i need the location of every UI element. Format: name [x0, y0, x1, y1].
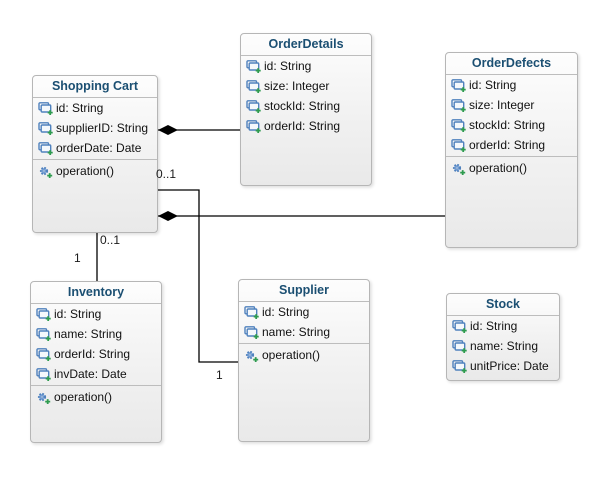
- compartment-separator: [239, 343, 369, 344]
- attribute-row-label: orderId: String: [54, 347, 131, 361]
- attribute-row-label: id: String: [264, 59, 312, 73]
- attribute-row: unitPrice: Date: [447, 356, 559, 376]
- attribute-row: invDate: Date: [31, 364, 161, 384]
- attribute-row-label: id: String: [262, 305, 310, 319]
- attribute-icon: [245, 119, 261, 133]
- class-title-stock: Stock: [447, 294, 559, 316]
- attribute-row: stockId: String: [241, 96, 371, 116]
- class-shopping-cart[interactable]: Shopping Cart id: String supplierID: Strin…: [32, 75, 158, 233]
- multiplicity-label: 0..1: [156, 167, 177, 181]
- attribute-icon: [451, 339, 467, 353]
- operation-row: operation(): [239, 345, 369, 365]
- operation-icon: [35, 391, 51, 404]
- attribute-icon: [35, 367, 51, 381]
- attribute-row-label: name: String: [470, 339, 539, 353]
- class-stock[interactable]: Stock id: String name: String unitPrice: Da…: [446, 293, 560, 381]
- attribute-row: name: String: [31, 324, 161, 344]
- attribute-row: size: Integer: [446, 95, 577, 115]
- attribute-icon: [450, 138, 466, 152]
- operation-row-label: operation(): [262, 348, 321, 362]
- attribute-icon: [450, 118, 466, 132]
- composition-diamond-icon: [158, 125, 178, 135]
- attribute-row: id: String: [33, 98, 157, 118]
- attribute-row-label: name: String: [262, 325, 331, 339]
- attribute-icon: [37, 101, 53, 115]
- class-order-defects[interactable]: OrderDefects id: String size: Integer stock…: [445, 52, 578, 248]
- connector-shoppingcart-supplier[interactable]: [158, 189, 238, 363]
- operation-icon: [37, 165, 53, 178]
- attribute-row-label: id: String: [54, 307, 102, 321]
- attribute-icon: [243, 305, 259, 319]
- attribute-row: orderId: String: [446, 135, 577, 155]
- attribute-row-label: id: String: [469, 78, 517, 92]
- attribute-icon: [245, 59, 261, 73]
- class-title-inventory: Inventory: [31, 282, 161, 304]
- operation-row-label: operation(): [54, 390, 113, 404]
- operation-row: operation(): [446, 158, 577, 178]
- attribute-row-label: stockId: String: [469, 118, 546, 132]
- attribute-row: size: Integer: [241, 76, 371, 96]
- multiplicity-label: 1: [216, 368, 223, 382]
- compartment-separator: [33, 159, 157, 160]
- attribute-icon: [245, 79, 261, 93]
- operation-icon: [243, 349, 259, 362]
- attribute-row-label: orderDate: Date: [56, 141, 142, 155]
- attribute-row: orderId: String: [241, 116, 371, 136]
- operation-row: operation(): [31, 387, 161, 407]
- attribute-icon: [35, 347, 51, 361]
- attribute-row-label: name: String: [54, 327, 123, 341]
- attribute-row-label: orderId: String: [469, 138, 546, 152]
- multiplicity-label: 0..1: [100, 233, 121, 247]
- class-title-order-details: OrderDetails: [241, 34, 371, 56]
- attribute-row: name: String: [447, 336, 559, 356]
- attribute-icon: [243, 325, 259, 339]
- attribute-row-label: id: String: [470, 319, 518, 333]
- operation-row-label: operation(): [469, 161, 528, 175]
- class-title-order-defects: OrderDefects: [446, 53, 577, 75]
- attribute-icon: [450, 98, 466, 112]
- attribute-icon: [37, 121, 53, 135]
- attribute-row-label: supplierID: String: [56, 121, 149, 135]
- compartment-separator: [446, 156, 577, 157]
- class-supplier[interactable]: Supplier id: String name: String operation(…: [238, 279, 370, 442]
- attribute-icon: [37, 141, 53, 155]
- attribute-icon: [451, 319, 467, 333]
- attribute-icon: [35, 327, 51, 341]
- attribute-row: id: String: [239, 302, 369, 322]
- attribute-row-label: invDate: Date: [54, 367, 127, 381]
- class-order-details[interactable]: OrderDetails id: String size: Integer stock…: [240, 33, 372, 186]
- attribute-row: orderId: String: [31, 344, 161, 364]
- composition-diamond-icon: [158, 211, 178, 221]
- attribute-row-label: id: String: [56, 101, 104, 115]
- class-title-supplier: Supplier: [239, 280, 369, 302]
- attribute-row: id: String: [446, 75, 577, 95]
- attribute-icon: [450, 78, 466, 92]
- attribute-row: name: String: [239, 322, 369, 342]
- attribute-icon: [35, 307, 51, 321]
- class-inventory[interactable]: Inventory id: String name: String orderId: …: [30, 281, 162, 443]
- attribute-row: supplierID: String: [33, 118, 157, 138]
- attribute-row: orderDate: Date: [33, 138, 157, 158]
- attribute-row-label: size: Integer: [469, 98, 535, 112]
- attribute-row-label: size: Integer: [264, 79, 330, 93]
- attribute-row: id: String: [447, 316, 559, 336]
- attribute-row-label: orderId: String: [264, 119, 341, 133]
- attribute-row: id: String: [241, 56, 371, 76]
- compartment-separator: [31, 385, 161, 386]
- operation-row: operation(): [33, 161, 157, 181]
- attribute-row: stockId: String: [446, 115, 577, 135]
- operation-icon: [450, 162, 466, 175]
- attribute-icon: [245, 99, 261, 113]
- attribute-row: id: String: [31, 304, 161, 324]
- attribute-row-label: unitPrice: Date: [470, 359, 549, 373]
- class-title-shopping-cart: Shopping Cart: [33, 76, 157, 98]
- attribute-icon: [451, 359, 467, 373]
- operation-row-label: operation(): [56, 164, 115, 178]
- attribute-row-label: stockId: String: [264, 99, 341, 113]
- multiplicity-label: 1: [74, 251, 81, 265]
